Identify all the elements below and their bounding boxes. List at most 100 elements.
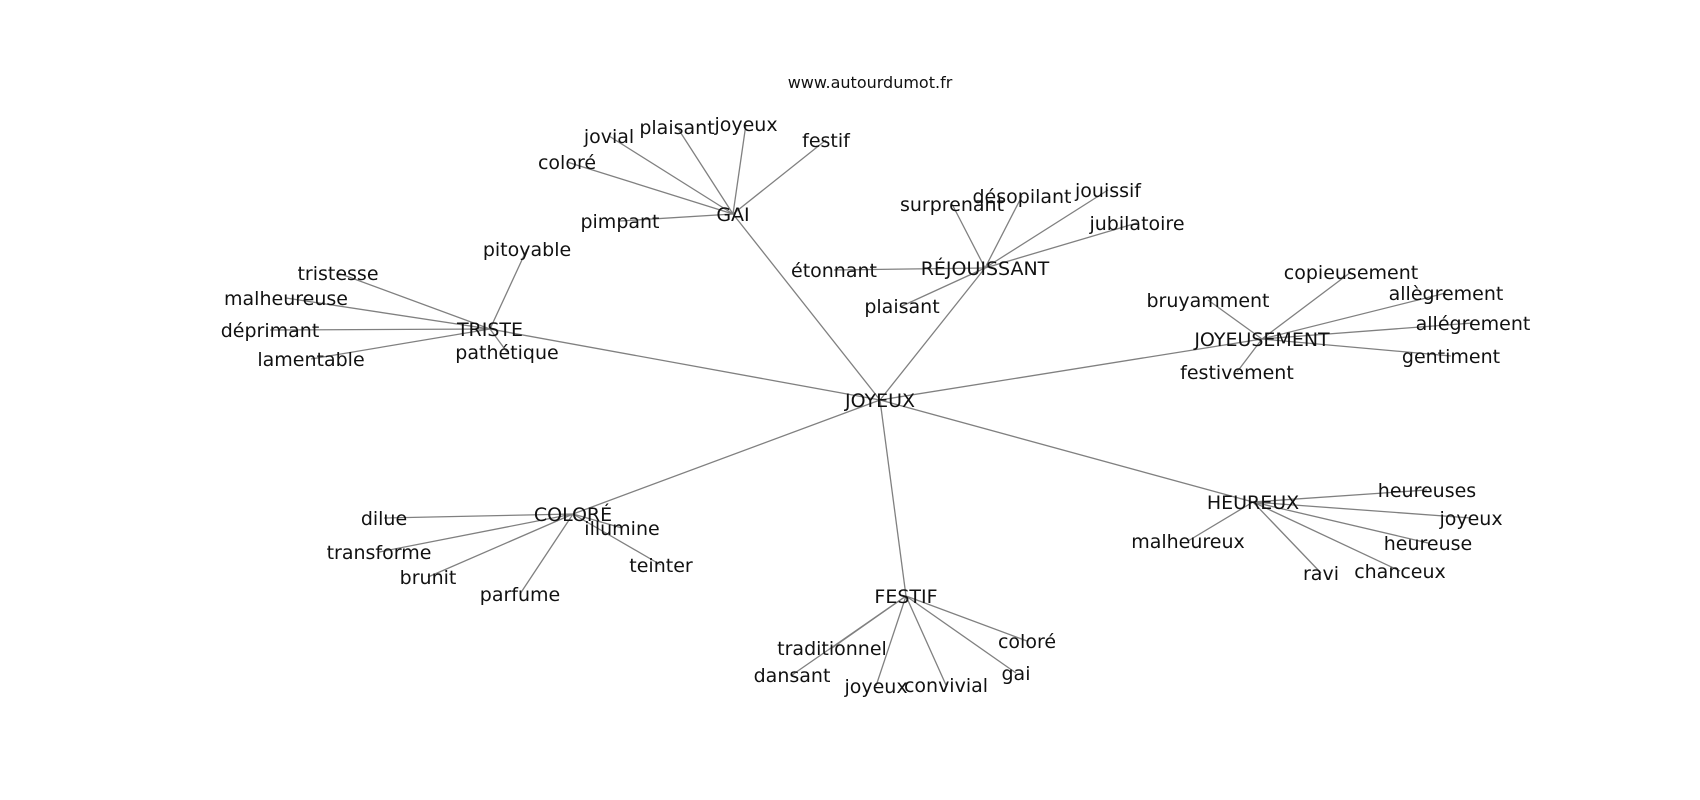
node-word-triste-pitoyable[interactable]: pitoyable <box>483 239 571 261</box>
edge-heureux-heureuse <box>1252 501 1429 544</box>
node-hub-heureux[interactable]: HEUREUX <box>1207 492 1299 514</box>
node-word-heureux-heureuse[interactable]: heureuse <box>1384 533 1473 555</box>
site-watermark: www.autourdumot.fr <box>788 73 953 92</box>
edge-festif-colore <box>905 595 1028 642</box>
node-word-colore-dilue[interactable]: dilue <box>361 508 407 530</box>
edge-gai-colore <box>566 161 734 215</box>
node-word-rejouissant-jouissif[interactable]: jouissif <box>1074 180 1142 202</box>
edge-joyeusement-copieusement <box>1261 271 1352 340</box>
edge-gai-jovial <box>608 135 734 215</box>
edge-gai-joyeux <box>732 123 747 215</box>
node-word-gai-joyeux[interactable]: joyeux <box>713 114 777 136</box>
edge-rejouissant-etonnant <box>833 267 986 271</box>
node-hub-joyeusement[interactable]: JOYEUSEMENT <box>1193 329 1330 351</box>
node-word-heureux-joyeux[interactable]: joyeux <box>1438 508 1502 530</box>
node-hub-rejouissant[interactable]: RÉJOUISSANT <box>921 257 1050 280</box>
node-word-heureux-malheureux[interactable]: malheureux <box>1131 531 1245 553</box>
node-word-joyeusement-bruyamment[interactable]: bruyamment <box>1147 290 1270 312</box>
node-word-colore-brunit[interactable]: brunit <box>400 567 457 589</box>
edge-colore-brunit <box>427 513 574 578</box>
edge-triste-lamentable <box>310 328 491 360</box>
edge-heureux-ravi <box>1252 501 1322 574</box>
edge-root-colore <box>572 399 881 515</box>
node-word-festif-colore[interactable]: coloré <box>998 631 1056 653</box>
node-hub-colore[interactable]: COLORÉ <box>534 503 612 526</box>
edge-root-gai <box>732 213 881 401</box>
node-word-gai-jovial[interactable]: jovial <box>583 126 634 148</box>
edge-rejouissant-desopilant <box>984 195 1023 269</box>
edge-triste-tristesse <box>337 272 491 330</box>
edge-gai-plaisant <box>676 126 734 215</box>
edge-gai-pimpant <box>619 213 734 222</box>
edge-joyeusement-bruyamment <box>1207 299 1263 340</box>
edge-triste-pitoyable <box>489 248 528 330</box>
edge-heureux-heureuses <box>1252 489 1428 503</box>
node-word-colore-parfume[interactable]: parfume <box>480 584 560 606</box>
node-word-rejouissant-surprenant[interactable]: surprenant <box>900 194 1004 216</box>
node-word-festif-convivial[interactable]: convivial <box>904 675 988 697</box>
edge-root-festif <box>879 399 907 597</box>
node-word-gai-colore[interactable]: coloré <box>538 152 596 174</box>
edge-root-triste <box>489 328 881 401</box>
node-word-joyeusement-allegrement[interactable]: allégrement <box>1416 313 1531 335</box>
edge-colore-parfume <box>519 513 574 595</box>
edge-colore-dilue <box>383 513 574 519</box>
node-hub-festif[interactable]: FESTIF <box>874 586 937 608</box>
edge-heureux-chanceux <box>1252 501 1401 572</box>
node-word-festif-joyeux[interactable]: joyeux <box>843 676 907 698</box>
node-word-heureux-chanceux[interactable]: chanceux <box>1354 561 1446 583</box>
node-hub-gai[interactable]: GAI <box>716 204 749 226</box>
edge-colore-teinter <box>572 513 662 566</box>
node-word-colore-transforme[interactable]: transforme <box>327 542 432 564</box>
edge-triste-malheureuse <box>285 297 491 330</box>
edge-triste-deprimant <box>269 328 491 331</box>
node-word-colore-teinter[interactable]: teinter <box>629 555 693 577</box>
node-word-joyeusement-copieusement[interactable]: copieusement <box>1284 262 1418 284</box>
node-word-triste-tristesse[interactable]: tristesse <box>297 263 378 285</box>
node-word-joyeusement-festivement[interactable]: festivement <box>1180 362 1294 384</box>
node-word-festif-dansant[interactable]: dansant <box>754 665 831 687</box>
graph-edges <box>269 123 1474 687</box>
node-word-rejouissant-etonnant[interactable]: étonnant <box>791 260 877 282</box>
edge-joyeusement-allegrement <box>1261 322 1474 340</box>
edge-root-joyeusement <box>879 338 1263 401</box>
node-word-gai-festif[interactable]: festif <box>802 130 851 152</box>
edge-gai-festif <box>732 139 827 215</box>
edge-root-heureux <box>879 399 1254 503</box>
node-word-festif-traditionnel[interactable]: traditionnel <box>777 638 887 660</box>
node-word-gai-plaisant[interactable]: plaisant <box>639 117 714 139</box>
edge-triste-pathetique <box>489 328 508 353</box>
node-word-rejouissant-jubilatoire[interactable]: jubilatoire <box>1088 213 1184 235</box>
edge-rejouissant-surprenant <box>951 203 986 269</box>
edge-joyeusement-allegrement <box>1261 292 1447 340</box>
node-word-triste-malheureuse[interactable]: malheureuse <box>224 288 348 310</box>
node-word-triste-deprimant[interactable]: déprimant <box>221 320 320 342</box>
edge-joyeusement-gentiment <box>1261 338 1452 357</box>
edge-root-rejouissant <box>879 267 986 401</box>
edge-festif-dansant <box>791 595 907 676</box>
edge-colore-transforme <box>378 513 574 553</box>
node-word-festif-gai[interactable]: gai <box>1002 663 1031 685</box>
node-root-joyeux[interactable]: JOYEUX <box>844 390 915 412</box>
node-hub-triste[interactable]: TRISTE <box>456 319 523 341</box>
edge-joyeusement-festivement <box>1236 338 1263 373</box>
node-word-colore-illumine[interactable]: illumine <box>584 518 659 540</box>
node-word-joyeusement-gentiment[interactable]: gentiment <box>1402 346 1500 368</box>
edge-festif-joyeux <box>875 595 907 687</box>
edge-heureux-malheureux <box>1187 501 1254 542</box>
edge-rejouissant-jouissif <box>984 189 1109 269</box>
node-word-rejouissant-desopilant[interactable]: désopilant <box>972 186 1071 208</box>
node-word-heureux-ravi[interactable]: ravi <box>1303 563 1339 585</box>
edge-heureux-joyeux <box>1252 501 1472 519</box>
node-word-triste-lamentable[interactable]: lamentable <box>257 349 364 371</box>
node-word-triste-pathetique[interactable]: pathétique <box>455 342 558 364</box>
edge-rejouissant-jubilatoire <box>984 222 1138 269</box>
node-word-joyeusement-allegrement[interactable]: allègrement <box>1389 283 1504 305</box>
edge-festif-convivial <box>905 595 947 686</box>
node-word-heureux-heureuses[interactable]: heureuses <box>1378 480 1476 502</box>
node-word-rejouissant-plaisant[interactable]: plaisant <box>864 296 939 318</box>
node-word-gai-pimpant[interactable]: pimpant <box>580 211 659 233</box>
edge-colore-illumine <box>572 513 623 529</box>
